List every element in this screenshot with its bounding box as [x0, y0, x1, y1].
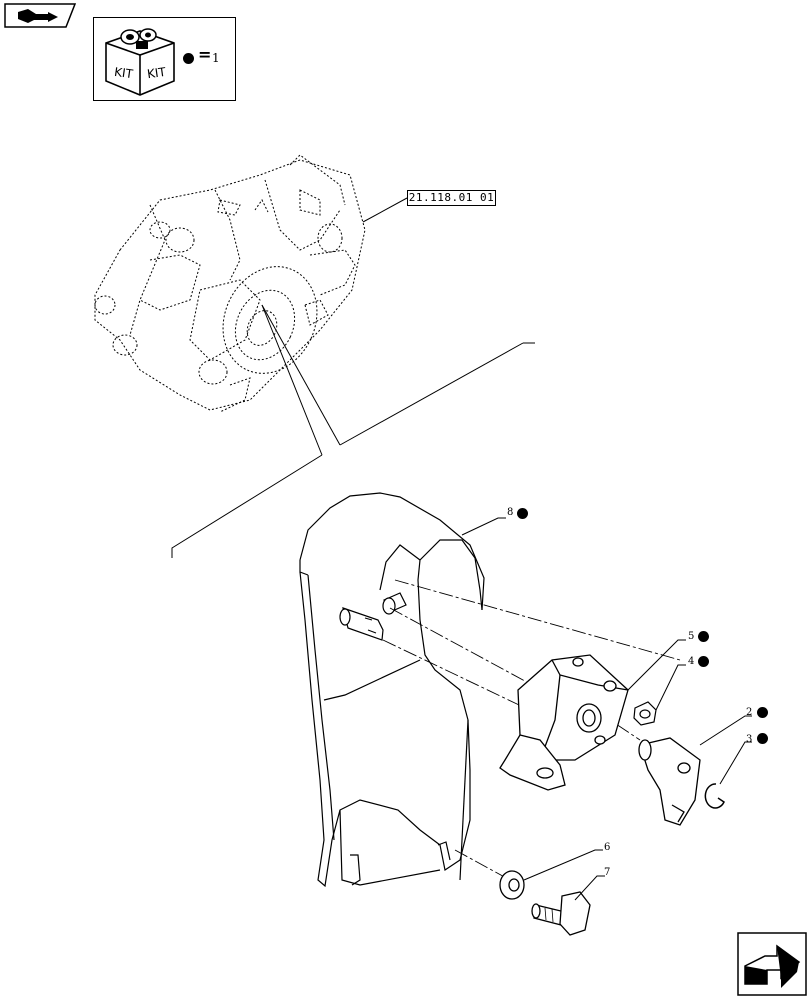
pins — [339, 592, 407, 641]
callout-leaders — [461, 517, 752, 901]
back-arrow-icon — [4, 3, 77, 28]
bracket-part-8 — [299, 492, 485, 888]
next-button[interactable] — [737, 932, 807, 996]
clip-part-3 — [704, 783, 725, 809]
kit-dot-2 — [757, 707, 768, 718]
kit-equals: = — [198, 45, 212, 64]
bolt-part-7 — [531, 891, 591, 936]
callout-4: 4 — [688, 656, 695, 667]
kit-quantity: 1 — [212, 51, 220, 65]
reference-leader — [362, 197, 408, 223]
back-button[interactable] — [4, 3, 77, 28]
kit-dot-3 — [757, 733, 768, 744]
callout-2: 2 — [746, 707, 753, 718]
washer-part-6 — [499, 870, 525, 900]
valve-block-part-5 — [499, 654, 629, 791]
callout-7: 7 — [604, 867, 611, 878]
kit-box-icon: KIT KIT — [105, 28, 175, 96]
kit-legend-box: KIT KIT — [93, 17, 236, 101]
kit-dot-4 — [698, 656, 709, 667]
kit-dot-8 — [517, 508, 528, 519]
zoom-indicator — [171, 304, 535, 558]
kit-label-left: KIT — [113, 65, 134, 82]
kit-label-right: KIT — [146, 65, 167, 82]
callout-5: 5 — [688, 631, 695, 642]
kit-marker-dot — [183, 53, 194, 64]
nut-part-4 — [633, 701, 657, 726]
next-arrow-icon — [737, 932, 807, 996]
callout-6: 6 — [604, 842, 611, 853]
callout-8: 8 — [507, 507, 514, 518]
lever-part-2 — [638, 737, 701, 826]
reference-link-21-118-01-01[interactable]: 21.118.01 01 — [407, 190, 496, 206]
kit-dot-5 — [698, 631, 709, 642]
transmission-housing — [94, 154, 366, 413]
callout-3: 3 — [746, 734, 753, 745]
